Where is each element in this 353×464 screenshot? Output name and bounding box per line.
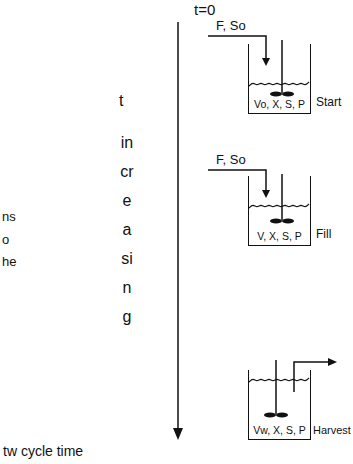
tank-contents: V, X, S, P <box>249 230 310 242</box>
cut-text: he <box>2 255 16 270</box>
time-label: t=0 <box>194 1 215 18</box>
stage-label: Fill <box>316 228 331 242</box>
tank-vessel: V, X, S, P <box>248 176 311 246</box>
cycle-label: tw cycle time <box>3 443 83 459</box>
feed-pipe <box>208 170 266 192</box>
tank-vessel: Vo, X, S, P <box>248 44 311 114</box>
cut-text: o <box>2 233 9 248</box>
tank-contents: Vw, X, S, P <box>249 424 310 436</box>
impeller <box>282 92 294 97</box>
arrowhead <box>262 190 270 198</box>
arrowhead <box>262 58 270 66</box>
feed-pipe <box>208 36 266 60</box>
stage-label: Harvest <box>313 424 351 437</box>
arrowhead <box>173 428 183 440</box>
cut-text: ns <box>2 210 16 225</box>
harvest-pipe <box>294 362 330 392</box>
stage-label: Start <box>316 96 341 110</box>
impeller <box>270 219 282 224</box>
liquid-surface <box>249 378 309 382</box>
feed-label: F, So <box>216 19 246 34</box>
tank-contents: Vo, X, S, P <box>249 98 310 110</box>
axis-word: increasing <box>119 128 135 331</box>
impeller <box>264 413 276 418</box>
impeller <box>276 413 288 418</box>
axis-letter: t <box>119 92 123 110</box>
time-axis <box>177 22 179 430</box>
feed-label: F, So <box>216 153 246 168</box>
impeller <box>270 92 282 97</box>
stirrer-shaft <box>275 360 277 414</box>
impeller <box>282 219 294 224</box>
stirrer-shaft <box>281 174 283 220</box>
liquid-surface <box>249 204 309 208</box>
liquid-surface <box>249 82 309 86</box>
arrowhead <box>328 358 337 366</box>
tank-vessel: Vw, X, S, P <box>248 370 311 440</box>
